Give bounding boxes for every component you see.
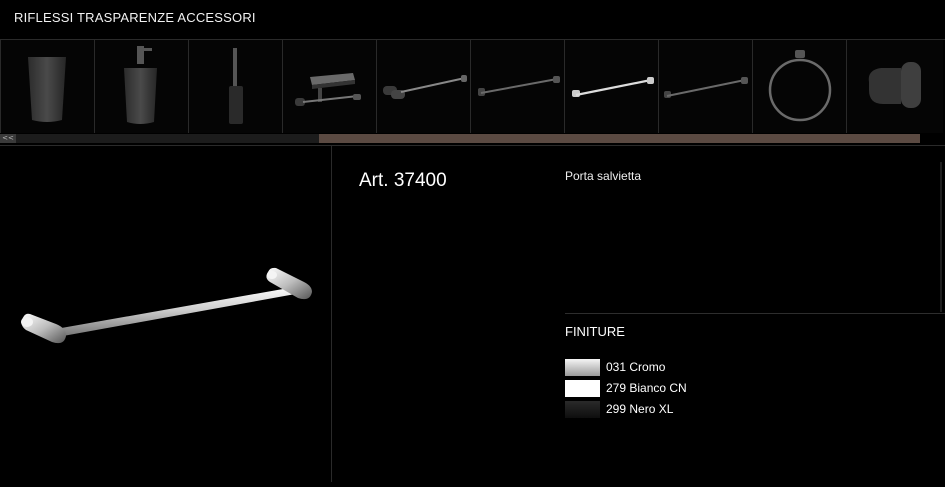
finish-label: 279 Bianco CN [606,381,687,395]
thumbnail-soap-dispenser[interactable] [95,40,189,133]
towel-ring-icon [768,50,832,122]
product-description: Porta salvietta [565,169,642,183]
panel-edge [940,162,942,312]
finish-option-bianco[interactable]: 279 Bianco CN [565,379,687,397]
towel-bar-long-icon [664,77,748,98]
thumbnail-towel-bar-short[interactable] [471,40,565,133]
product-thumbnail-strip [0,39,945,135]
towel-bar-chrome-icon [572,77,654,97]
thumbnail-toilet-brush[interactable] [189,40,283,133]
scroll-prev-button[interactable]: << [0,134,16,143]
finish-label: 031 Cromo [606,360,666,374]
product-info-panel [332,145,945,482]
thumbnail-scrollbar[interactable]: << [0,134,920,143]
toilet-brush-icon [229,48,243,124]
soap-dispenser-icon [124,46,157,124]
thumbnail-towel-bar-long[interactable] [659,40,753,133]
finish-option-cromo[interactable]: 031 Cromo [565,358,665,376]
finishes-divider [565,313,945,314]
finish-swatch[interactable] [565,379,600,397]
finish-swatch[interactable] [565,400,600,418]
thumbnail-paper-holder-shelf[interactable] [283,40,377,133]
thumbnail-towel-bar-chrome[interactable] [565,40,659,133]
finish-label: 299 Nero XL [606,402,674,416]
thumbnail-towel-ring[interactable] [753,40,847,133]
paper-holder-shelf-icon [295,73,361,106]
finishes-title: FINITURE [565,324,625,339]
towel-bar-short-icon [478,76,560,96]
thumbnail-paper-holder[interactable] [377,40,471,133]
page-title: RIFLESSI TRASPARENZE ACCESSORI [14,10,256,25]
towel-bar-product-image [21,267,312,344]
product-image-panel [0,145,332,482]
thumbnail-robe-hook[interactable] [847,40,943,133]
paper-holder-icon [383,75,467,99]
scroll-thumb[interactable] [319,134,920,143]
thumbnail-glass[interactable] [0,40,95,133]
finish-option-nero[interactable]: 299 Nero XL [565,400,673,418]
finish-swatch[interactable] [565,358,600,376]
article-number: Art. 37400 [359,170,447,191]
glass-tumbler-icon [28,57,66,122]
robe-hook-icon [868,62,921,108]
